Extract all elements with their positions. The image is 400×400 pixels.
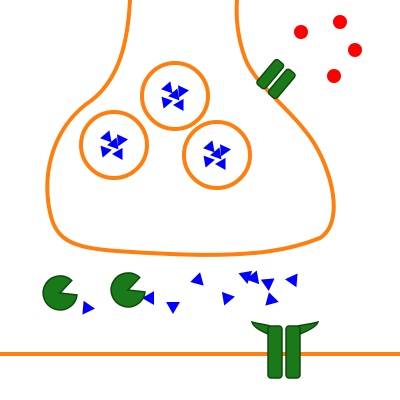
neurotransmitter-icon — [100, 145, 112, 158]
ion-icon — [333, 15, 347, 29]
enzyme-icon — [42, 275, 78, 311]
neurotransmitter-icon — [141, 291, 155, 305]
neurotransmitter-icon — [100, 130, 112, 143]
ion-icon — [327, 69, 341, 83]
enzyme-icon — [110, 272, 146, 308]
ion-icon — [348, 43, 362, 57]
presynaptic-terminal — [45, 0, 336, 257]
degrading-enzymes — [42, 272, 146, 311]
neurotransmitter-icon — [203, 140, 215, 153]
neurotransmitter-icon — [177, 85, 189, 98]
synaptic-vesicle — [140, 61, 210, 131]
ion-channel-icon — [256, 58, 296, 100]
neurotransmitter-icon — [107, 137, 119, 150]
neurotransmitter-icon — [285, 273, 298, 288]
neurotransmitter-icon — [214, 157, 226, 171]
neurotransmitter-icon — [238, 270, 253, 284]
neurotransmitter-icon — [82, 300, 95, 315]
free-neurotransmitters — [82, 270, 298, 315]
neurotransmitter-icon — [210, 147, 222, 160]
ion-icon — [294, 25, 308, 39]
neurotransmitter-icon — [111, 147, 123, 161]
neurotransmitter-icon — [246, 270, 260, 285]
neurotransmitter-icon — [161, 81, 173, 94]
neurotransmitter-icon — [221, 291, 235, 306]
neurotransmitter-icon — [168, 88, 180, 101]
neurotransmitter-icon — [166, 301, 180, 315]
ions — [294, 15, 362, 83]
neurotransmitter-icon — [190, 272, 204, 286]
synaptic-vesicle — [79, 110, 149, 180]
neurotransmitter-icon — [260, 278, 275, 291]
neurotransmitter-icon — [219, 144, 231, 157]
synaptic-vesicle — [182, 120, 252, 190]
neurotransmitter-icon — [203, 155, 215, 168]
neurotransmitter-icon — [172, 98, 184, 112]
receptor-icon — [250, 320, 320, 379]
neurotransmitter-icon — [161, 96, 173, 109]
neurotransmitter-icon — [116, 134, 128, 147]
neurotransmitter-icon — [265, 292, 279, 306]
